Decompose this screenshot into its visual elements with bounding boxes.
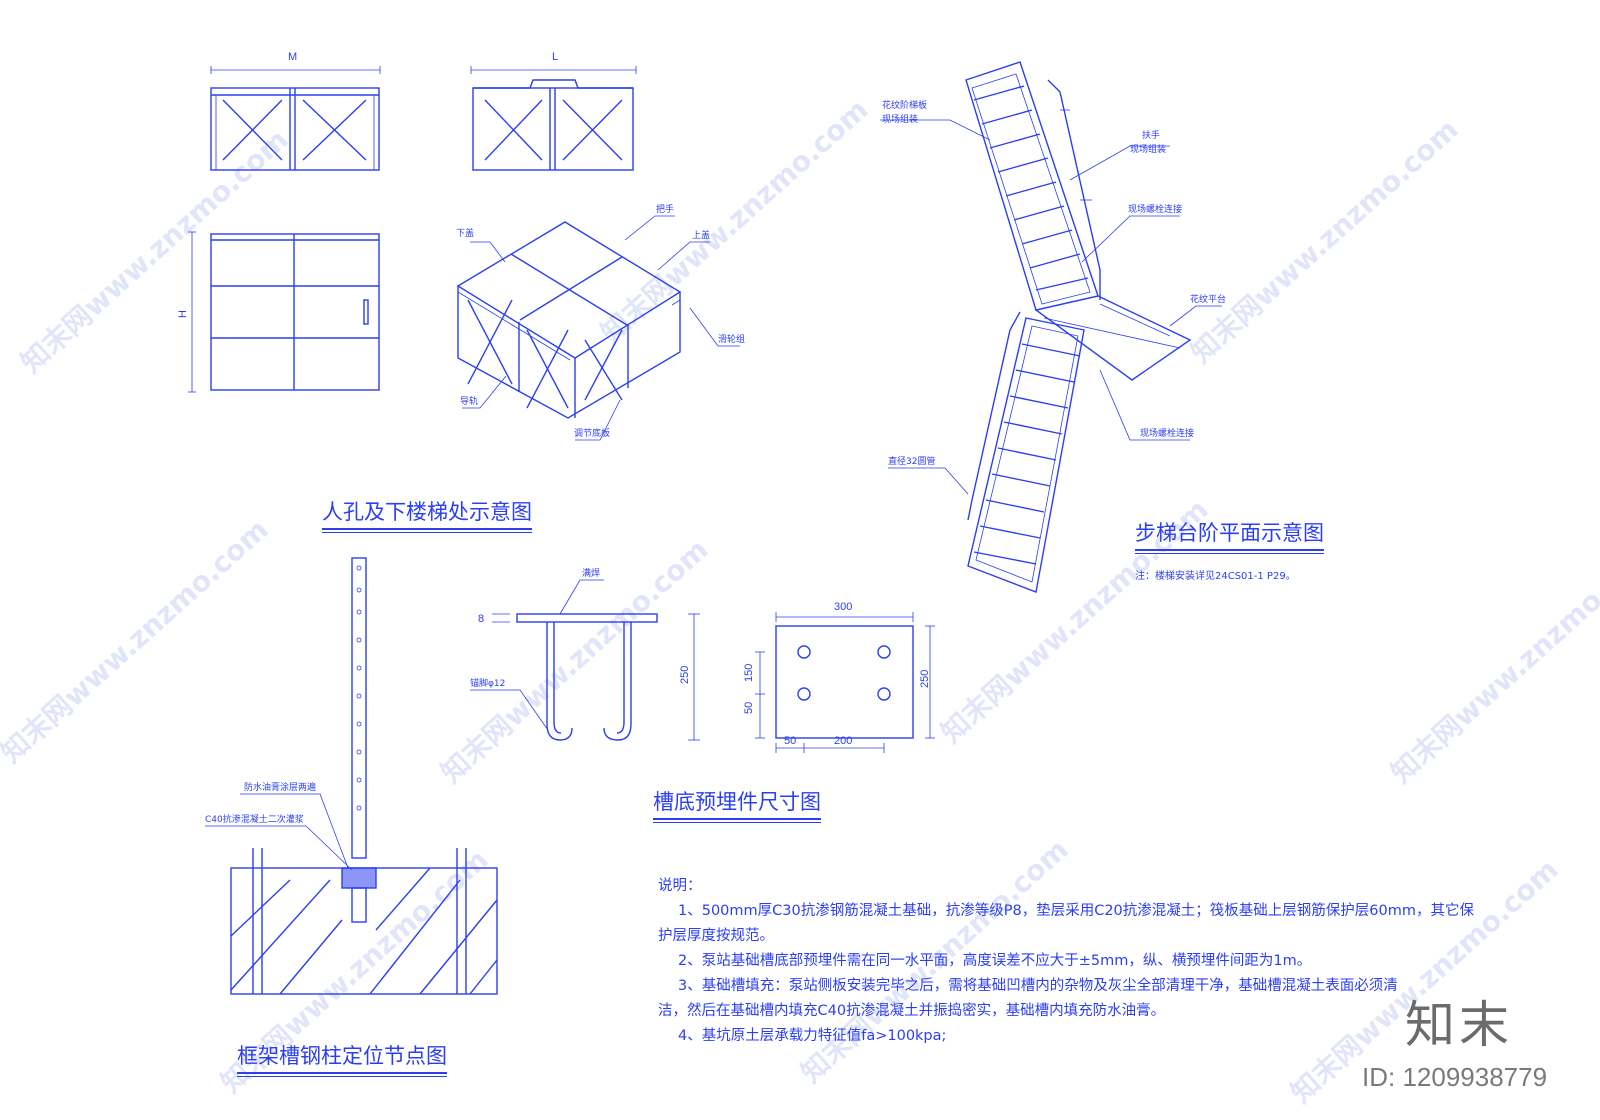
side-elevation-h: H — [177, 231, 380, 393]
label-pulley-group: 滑轮组 — [718, 333, 745, 345]
label-weld: 满焊 — [582, 567, 600, 579]
dim-150: 150 — [743, 664, 755, 682]
embed-part-plan: 300 150 50 250 50 200 — [743, 601, 935, 753]
title-embed-parts: 槽底预埋件尺寸图 — [653, 786, 821, 823]
dim-8: 8 — [478, 613, 484, 625]
dim-m: M — [288, 51, 297, 63]
label-bolt-connection-1: 现场螺栓连接 — [1128, 203, 1182, 215]
stair-install-note: 注：楼梯安装详见24CS01-1 P29。 — [1135, 571, 1296, 582]
dim-300: 300 — [834, 601, 852, 613]
isometric-tank: 下盖 把手 上盖 滑轮组 导轨 调节底板 — [456, 203, 745, 441]
dim-50v: 50 — [743, 702, 755, 714]
design-notes: 说明： 1、500mm厚C30抗渗钢筋混凝土基础，抗渗等级P8，垫层采用C20抗… — [658, 874, 1508, 1049]
label-upper-cover: 上盖 — [692, 229, 710, 241]
dim-50h: 50 — [784, 735, 796, 747]
dim-250a: 250 — [679, 666, 691, 684]
title-column-node: 框架槽钢柱定位节点图 — [237, 1040, 447, 1077]
label-handle: 把手 — [656, 203, 674, 215]
label-handrail: 扶手 — [1142, 129, 1160, 141]
title-manhole: 人孔及下楼梯处示意图 — [322, 496, 532, 533]
note-2: 2、泵站基础槽底部预埋件需在同一水平面，高度误差不应大于±5mm，纵、横预埋件间… — [678, 953, 1312, 969]
dim-200: 200 — [834, 735, 852, 747]
label-site-assembly: 现场组装 — [882, 113, 918, 125]
dim-h: H — [177, 310, 189, 318]
label-guide-rail: 导轨 — [460, 395, 478, 407]
dim-l: L — [552, 51, 558, 63]
title-stair-plan: 步梯台阶平面示意图 — [1135, 517, 1324, 554]
label-anchor: 锚脚φ12 — [470, 677, 505, 689]
note-1b: 护层厚度按规范。 — [658, 928, 774, 944]
notes-heading: 说明： — [658, 878, 702, 894]
label-checkered-platform: 花纹平台 — [1190, 293, 1226, 305]
brand-id: ID: 1209938779 — [1362, 1062, 1548, 1092]
column-node: 防水油膏涂层两遍 C40抗渗混凝土二次灌浆 — [205, 557, 498, 995]
label-adjust-plate: 调节底板 — [574, 427, 610, 439]
note-3b: 洁，然后在基础槽内填充C40抗渗混凝土并振捣密实，基础槽内填充防水油膏。 — [658, 1003, 1166, 1019]
label-round-pipe: 直径32圆管 — [888, 455, 935, 467]
front-elevation-l: L — [470, 51, 637, 171]
label-waterproof: 防水油膏涂层两遍 — [244, 781, 316, 793]
note-4: 4、基坑原土层承载力特征值fa>100kpa; — [678, 1028, 947, 1044]
brand-logo: 知末 — [1405, 996, 1513, 1054]
note-1a: 1、500mm厚C30抗渗钢筋混凝土基础，抗渗等级P8，垫层采用C20抗渗混凝土… — [678, 903, 1474, 919]
embed-part-section: 8 250 满焊 锚脚φ12 — [470, 567, 700, 741]
label-grout: C40抗渗混凝土二次灌浆 — [205, 813, 304, 825]
note-3a: 3、基础槽填充：泵站侧板安装完毕之后，需将基础凹槽内的杂物及灰尘全部清理干净，基… — [678, 978, 1398, 994]
front-elevation-m: M — [210, 51, 381, 171]
stair-plan: 花纹阶梯板 现场组装 扶手 现场组装 现场螺栓连接 花纹平台 现场螺栓连接 直径… — [880, 61, 1226, 593]
dim-250b: 250 — [919, 670, 931, 688]
label-lower-cover: 下盖 — [456, 227, 474, 239]
label-bolt-connection-2: 现场螺栓连接 — [1140, 427, 1194, 439]
label-checkered-tread: 花纹阶梯板 — [882, 99, 927, 111]
label-handrail-assembly: 现场组装 — [1130, 143, 1166, 155]
